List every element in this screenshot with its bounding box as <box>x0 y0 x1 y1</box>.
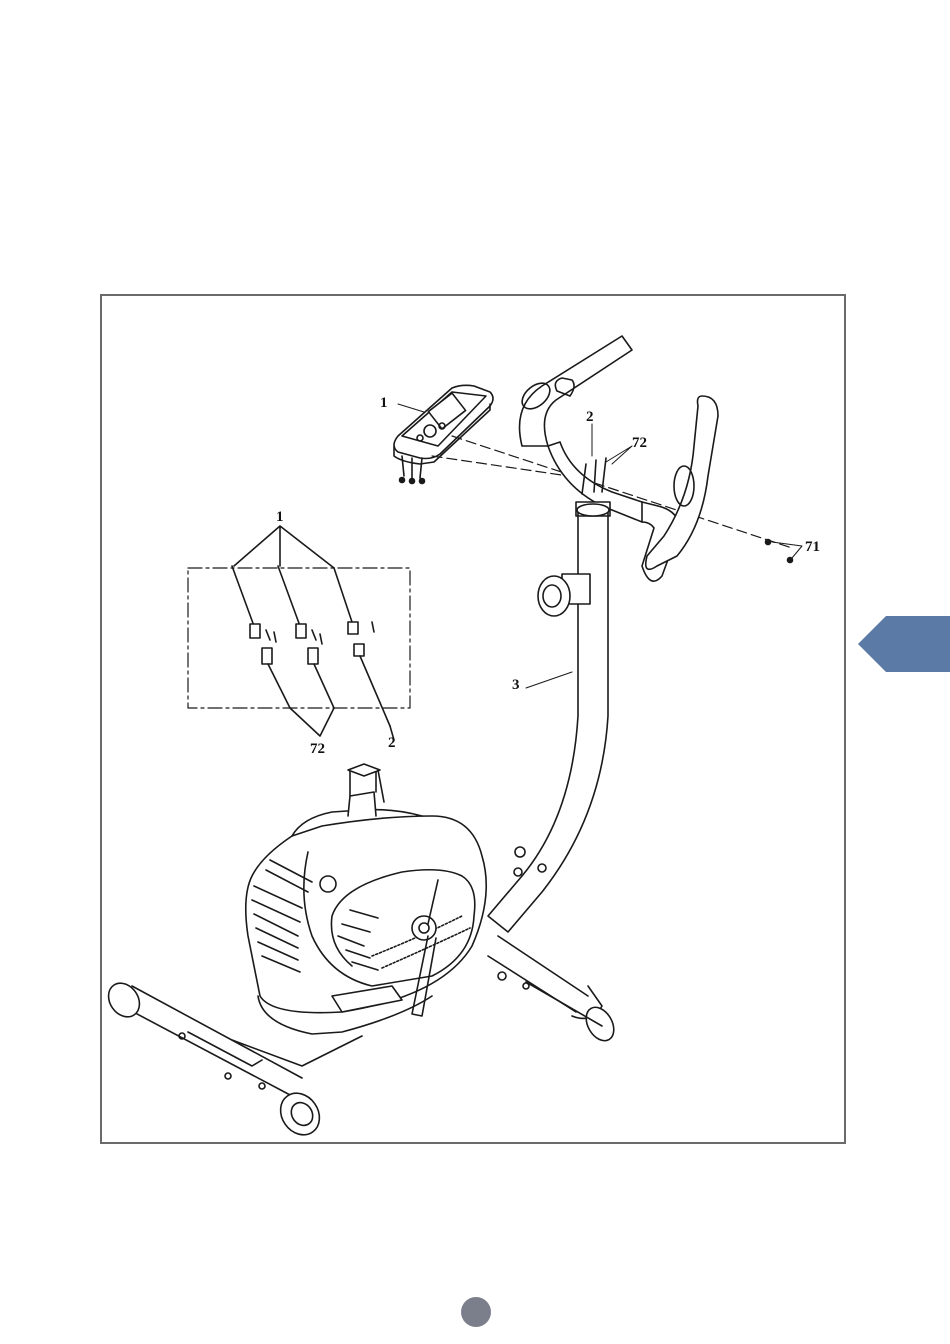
callout-bolt-upper: 72 <box>632 436 647 451</box>
section-tab-marker <box>858 616 950 672</box>
callout-upright-post: 3 <box>512 678 520 693</box>
callout-inset-cable-lower: 2 <box>388 736 396 751</box>
console-unit <box>394 385 493 483</box>
callout-inset-bolt: 72 <box>310 742 325 757</box>
flywheel-housing <box>246 764 486 1034</box>
callout-inset-cable: 1 <box>276 510 284 525</box>
callout-console: 1 <box>380 396 388 411</box>
page-number-dot <box>461 1297 491 1327</box>
assembly-diagram-frame: 1 2 72 71 3 1 72 2 <box>100 294 846 1144</box>
callout-washer: 71 <box>805 540 820 555</box>
exercise-bike-line-art <box>102 296 848 1146</box>
callout-cable-upper: 2 <box>586 410 594 425</box>
upright-post <box>488 458 610 932</box>
rear-stabilizer <box>488 936 619 1046</box>
cable-connector-inset <box>188 526 410 740</box>
